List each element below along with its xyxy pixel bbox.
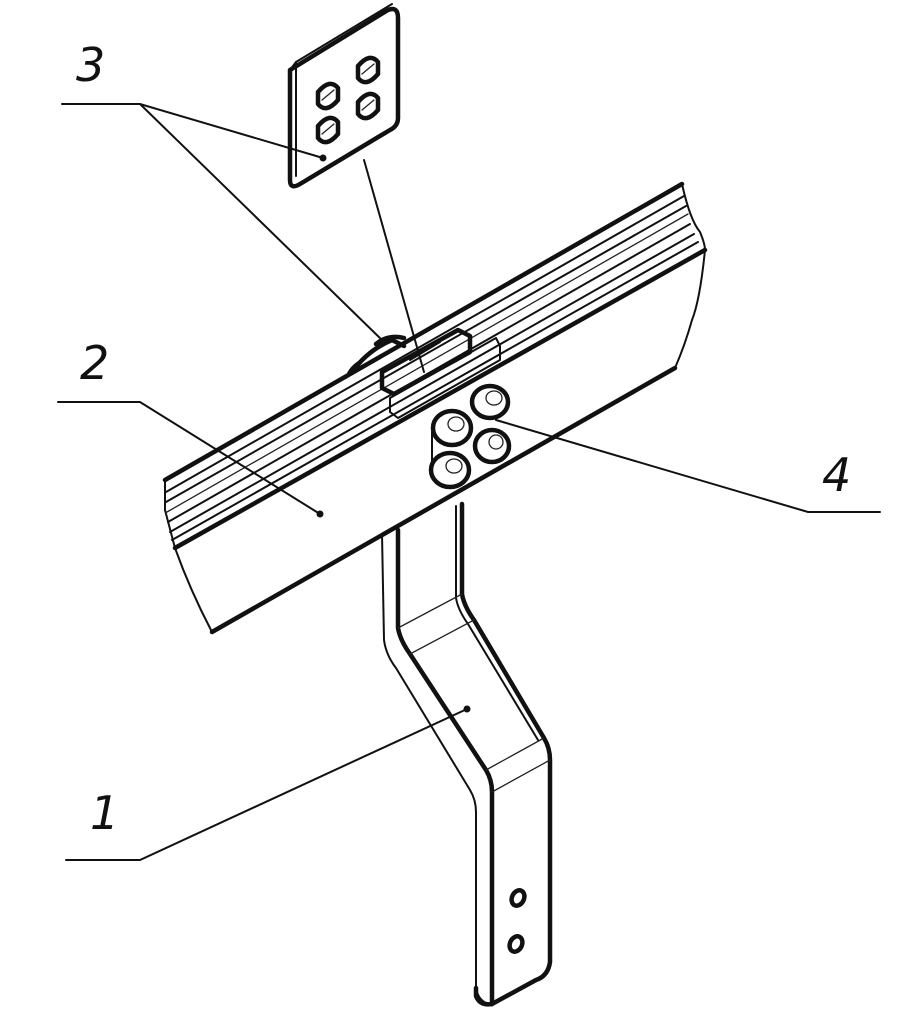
callout-3: 3 [76,38,106,92]
callout-4: 4 [822,448,852,502]
plate-part-3 [287,3,401,189]
nut [469,383,511,421]
plate-hole [355,91,381,121]
plate-hole [315,115,341,145]
nut [428,450,472,490]
mounting-hole [507,934,525,954]
nut [430,408,474,448]
rail-clamp [345,327,501,419]
bracket-part-1 [381,501,553,1007]
callout-1: 1 [90,786,120,840]
fastener-part-4 [428,383,512,490]
plate-hole [355,55,381,85]
mounting-hole [509,888,527,908]
callout-2: 2 [80,336,110,390]
leader-lines [57,103,881,861]
plate-hole [315,81,341,111]
nut [472,427,512,465]
rail-part-2 [162,181,708,635]
